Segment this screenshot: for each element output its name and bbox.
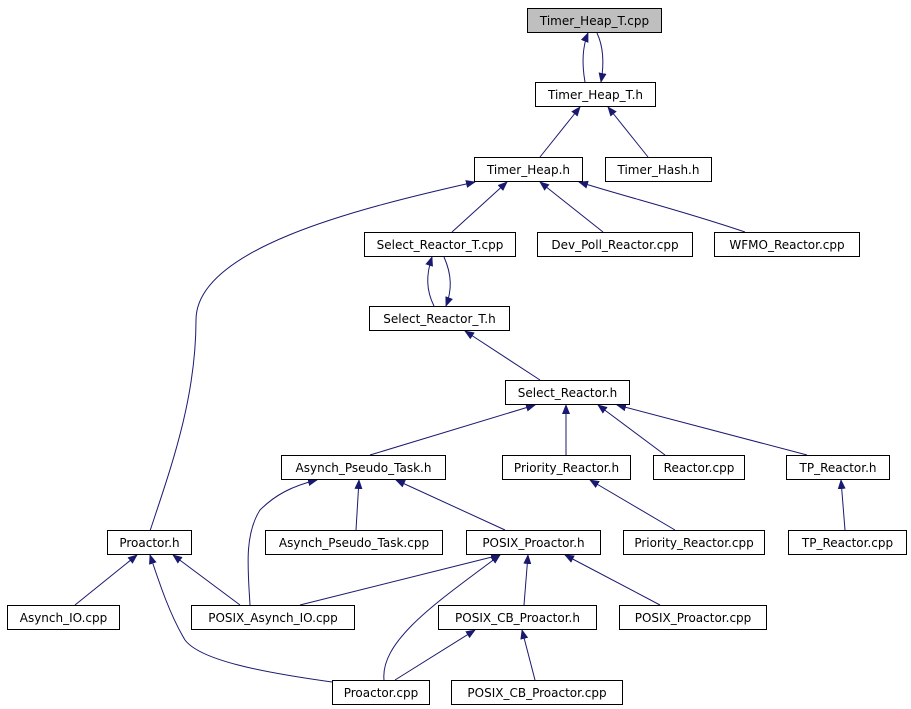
edge-select-reactor-t-h-to-cpp [425, 256, 435, 307]
node-asynch-io-cpp[interactable]: Asynch_IO.cpp [7, 605, 120, 630]
node-timer-heap-t-h[interactable]: Timer_Heap_T.h [535, 82, 656, 107]
edge-timer-heap-t-cpp-to-h [596, 32, 607, 83]
node-proactor-cpp[interactable]: Proactor.cpp [332, 680, 430, 705]
edge-reactor-cpp-to-select-reactor-h [597, 404, 666, 456]
edge-asynch-pseudo-task-h-to-select-reactor-h [369, 403, 536, 456]
edge-wfmo-reactor-cpp-to-timer-heap-h [578, 180, 746, 233]
edge-proactor-cpp-to-posix-cb-proactor-h [394, 629, 476, 681]
node-wfmo-reactor-cpp[interactable]: WFMO_Reactor.cpp [714, 232, 860, 257]
edge-posix-proactor-h-to-asynch-pseudo-task-h [395, 479, 506, 531]
edge-priority-reactor-cpp-to-priority-reactor-h [589, 479, 676, 531]
node-proactor-h[interactable]: Proactor.h [107, 530, 192, 555]
node-tp-reactor-cpp[interactable]: TP_Reactor.cpp [788, 530, 907, 555]
edge-proactor-cpp-to-proactor-h [149, 554, 333, 683]
node-priority-reactor-h[interactable]: Priority_Reactor.h [502, 455, 631, 480]
node-select-reactor-t-cpp[interactable]: Select_Reactor_T.cpp [364, 232, 516, 257]
node-asynch-pseudo-task-cpp[interactable]: Asynch_Pseudo_Task.cpp [265, 530, 443, 555]
node-timer-heap-h[interactable]: Timer_Heap.h [474, 157, 583, 182]
node-posix-proactor-cpp[interactable]: POSIX_Proactor.cpp [619, 605, 767, 630]
node-select-reactor-h[interactable]: Select_Reactor.h [505, 380, 630, 405]
node-select-reactor-t-h[interactable]: Select_Reactor_T.h [369, 306, 510, 331]
edge-posix-asynch-io-cpp-to-posix-proactor-h [299, 553, 501, 606]
node-priority-reactor-cpp[interactable]: Priority_Reactor.cpp [623, 530, 765, 555]
node-dev-poll-reactor-cpp[interactable]: Dev_Poll_Reactor.cpp [537, 232, 693, 257]
edge-posix-cb-proactor-h-to-posix-proactor-h [523, 554, 532, 606]
node-asynch-pseudo-task-h[interactable]: Asynch_Pseudo_Task.h [281, 455, 446, 480]
edge-posix-asynch-io-cpp-to-proactor-h [172, 554, 241, 606]
node-timer-hash-h[interactable]: Timer_Hash.h [605, 157, 712, 182]
edge-timer-heap-t-h-to-cpp [580, 32, 589, 83]
edge-timer-heap-h-to-timer-heap-t-h [539, 106, 581, 158]
edge-posix-cb-proactor-cpp-to-posix-cb-proactor-h [520, 629, 536, 681]
node-posix-proactor-h[interactable]: POSIX_Proactor.h [466, 530, 601, 555]
edge-proactor-h-to-timer-heap-h [149, 180, 476, 532]
edge-tp-reactor-h-to-select-reactor-h [616, 403, 808, 456]
edge-select-reactor-h-to-select-reactor-t-h [464, 330, 541, 381]
node-tp-reactor-h[interactable]: TP_Reactor.h [786, 455, 890, 480]
edge-posix-asynch-io-cpp-to-asynch-pseudo-task-h [247, 478, 318, 606]
edge-proactor-cpp-to-posix-proactor-h [383, 554, 501, 681]
edge-select-reactor-t-cpp-to-h [443, 256, 453, 307]
node-timer-heap-t-cpp: Timer_Heap_T.cpp [527, 8, 662, 33]
node-reactor-cpp[interactable]: Reactor.cpp [653, 455, 745, 480]
edge-select-reactor-t-cpp-to-timer-heap-h [451, 181, 508, 233]
edge-asynch-pseudo-task-cpp-to-asynch-pseudo-task-h [354, 479, 363, 531]
node-posix-asynch-io-cpp[interactable]: POSIX_Asynch_IO.cpp [191, 605, 355, 630]
edge-tp-reactor-cpp-to-tp-reactor-h [837, 479, 846, 531]
edge-asynch-io-cpp-to-proactor-h [74, 554, 138, 606]
node-posix-cb-proactor-cpp[interactable]: POSIX_CB_Proactor.cpp [451, 680, 623, 705]
node-posix-cb-proactor-h[interactable]: POSIX_CB_Proactor.h [438, 605, 597, 630]
edge-dev-poll-reactor-cpp-to-timer-heap-h [539, 181, 604, 233]
edge-posix-proactor-cpp-to-posix-proactor-h [564, 554, 661, 606]
edge-timer-hash-h-to-timer-heap-t-h [607, 106, 649, 158]
